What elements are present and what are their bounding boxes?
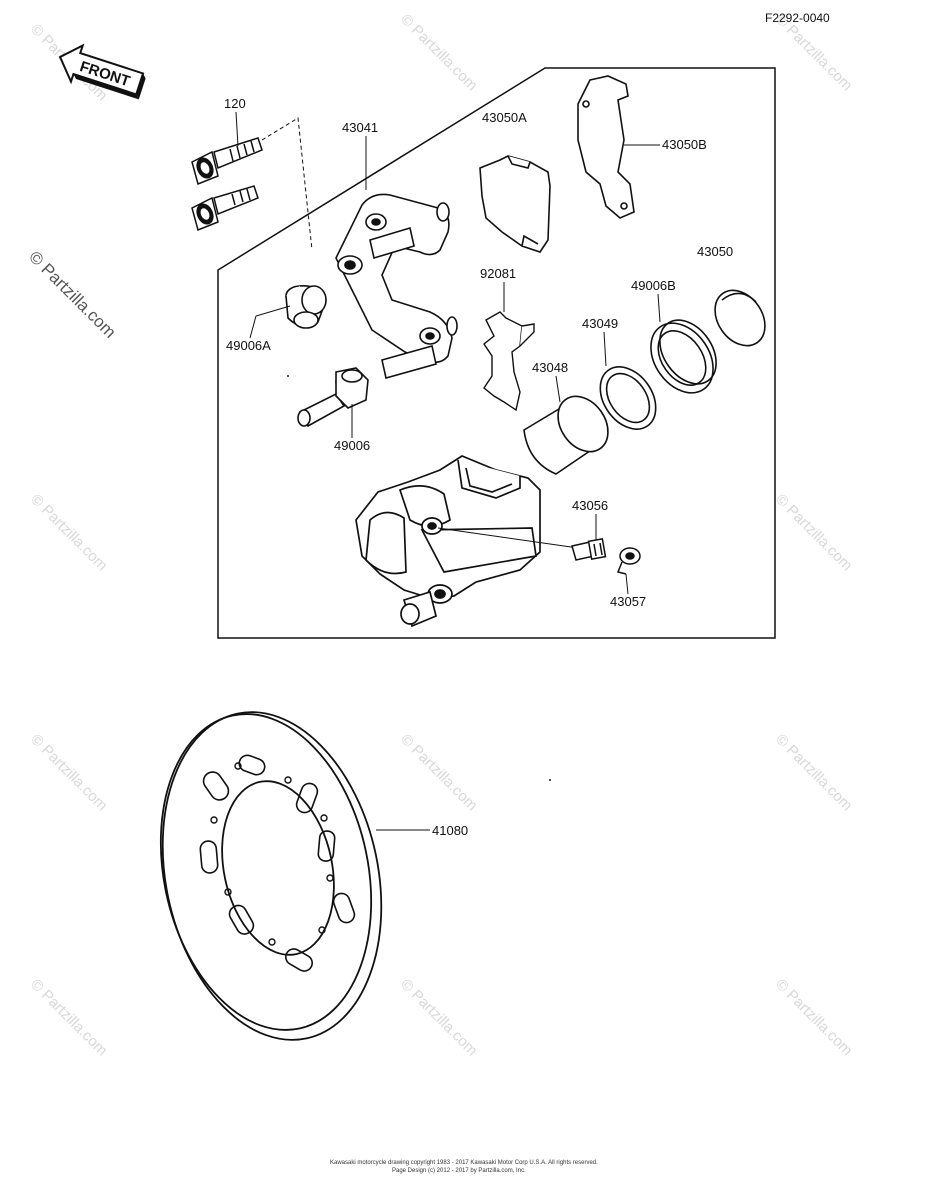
bleeder-cap <box>616 547 641 575</box>
dust-boot-a <box>285 284 327 329</box>
watermark: © Partzilla.com <box>397 11 480 94</box>
piston-seal <box>599 366 657 430</box>
callout-43050a: 43050A <box>482 110 527 125</box>
disc-holes <box>210 762 334 946</box>
callout-43057: 43057 <box>610 594 646 609</box>
callout-43041: 43041 <box>342 120 378 135</box>
callout-120: 120 <box>224 96 246 111</box>
watermark: © Partzilla.com <box>772 976 855 1059</box>
watermark: © Partzilla.com <box>772 491 855 574</box>
watermark: © Partzilla.com <box>27 491 110 574</box>
callout-92081: 92081 <box>480 266 516 281</box>
watermark: © Partzilla.com <box>397 731 480 814</box>
callout-43049: 43049 <box>582 316 618 331</box>
callout-49006: 49006 <box>334 438 370 453</box>
brake-pad-a <box>479 155 551 253</box>
callout-49006a: 49006A <box>226 338 271 353</box>
caliper-body <box>355 455 541 628</box>
bolt-upper <box>191 137 263 186</box>
brake-disc <box>159 711 383 1041</box>
anti-rattle-spring <box>483 311 535 412</box>
leader-line <box>261 117 313 251</box>
cap-ring <box>714 289 766 347</box>
watermark: © Partzilla.com <box>397 976 480 1059</box>
piston <box>523 395 609 475</box>
reference-code: F2292-0040 <box>765 11 830 25</box>
bleeder-valve <box>571 538 607 561</box>
copyright-footer-line2: Page Design (c) 2012 - 2017 by Partzilla… <box>392 1168 526 1174</box>
stray-mark <box>549 779 551 781</box>
leader-line <box>555 375 561 403</box>
assembly-frame <box>217 67 776 639</box>
stray-mark <box>287 375 289 377</box>
brake-pad-b <box>577 75 635 219</box>
dust-seal <box>650 319 717 394</box>
caliper-bracket <box>335 193 458 379</box>
callout-43050: 43050 <box>697 244 733 259</box>
leader-line <box>437 527 579 549</box>
copyright-footer: Kawasaki motorcycle drawing copyright 19… <box>330 1160 598 1166</box>
callout-49006b: 49006B <box>631 278 676 293</box>
watermark: © Partzilla.com <box>25 247 119 341</box>
leader-line <box>625 573 629 595</box>
callout-43048: 43048 <box>532 360 568 375</box>
callout-43056: 43056 <box>572 498 608 513</box>
leader-line <box>235 111 239 147</box>
callout-41080: 41080 <box>432 823 468 838</box>
leader-line <box>249 305 291 339</box>
disc-slots <box>199 754 356 972</box>
leader-line <box>657 293 661 323</box>
watermark: © Partzilla.com <box>27 731 110 814</box>
watermark: © Partzilla.com <box>27 976 110 1059</box>
watermark: © Partzilla.com <box>772 731 855 814</box>
bolt-lower <box>191 185 259 232</box>
guide-pin-boot <box>297 367 369 428</box>
callout-43050b: 43050B <box>662 137 707 152</box>
leader-line <box>603 331 607 367</box>
